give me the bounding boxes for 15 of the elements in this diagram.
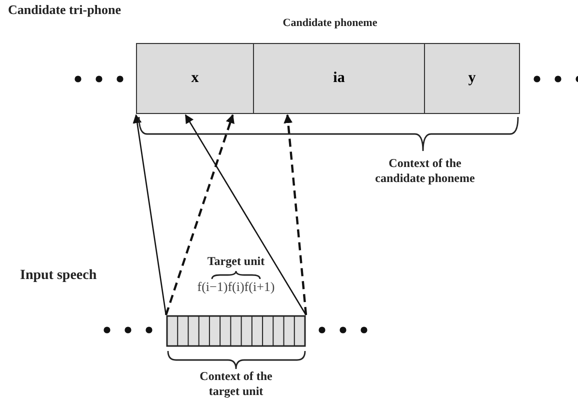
side-label: Input speech: [20, 268, 97, 284]
arrow: [284, 114, 308, 316]
formula-label: f(i−1)f(i)f(i+1): [197, 279, 275, 295]
plot-title: Candidate tri-phone: [8, 2, 122, 18]
phoneme-box: x: [136, 43, 254, 114]
caption: Target unit: [207, 254, 265, 269]
arrow: [132, 114, 167, 316]
speech-frame-strip: [166, 315, 306, 347]
phoneme-box: ia: [253, 43, 425, 114]
arrow: [185, 114, 307, 316]
heading: Candidate phoneme: [282, 17, 378, 29]
caption: Context of the candidate phoneme: [374, 156, 476, 186]
caption: Context of the target unit: [198, 369, 274, 399]
arrow: [164, 114, 234, 316]
phoneme-box: y: [424, 43, 520, 114]
